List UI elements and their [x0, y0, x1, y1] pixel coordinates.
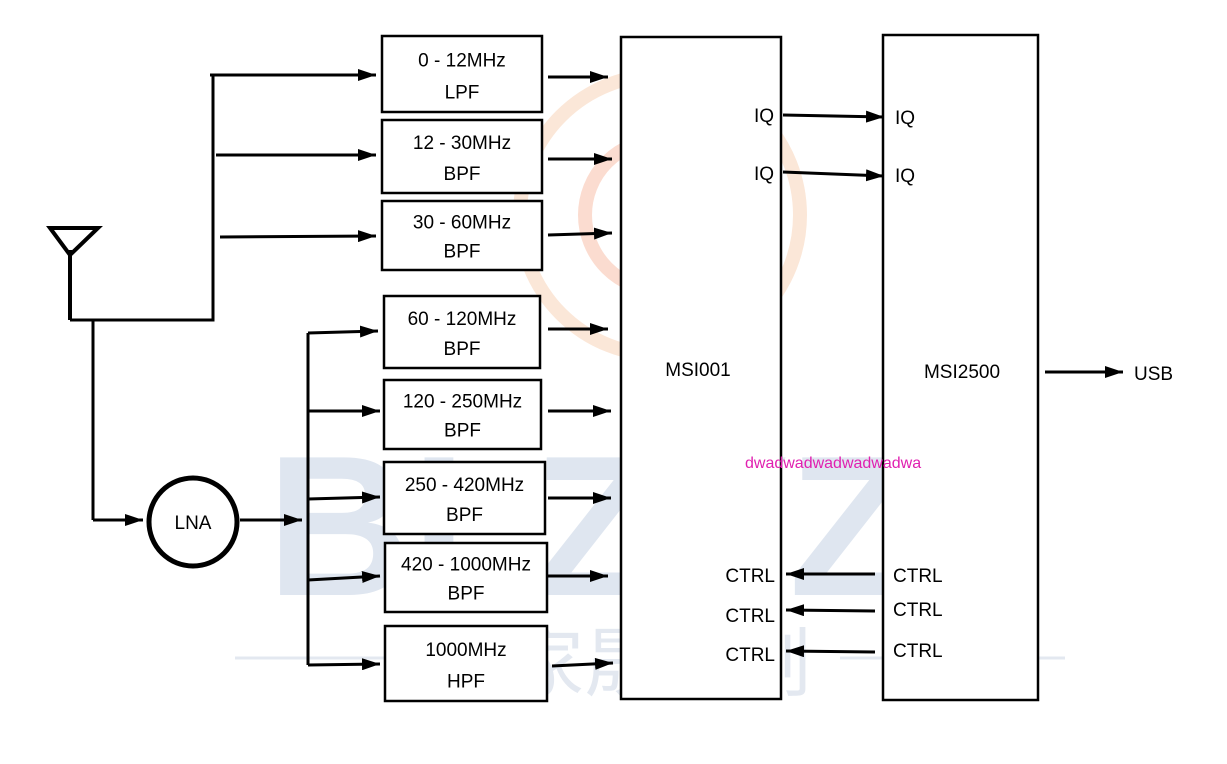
interchip-arrows [782, 110, 885, 658]
filter-box [380, 199, 544, 272]
filter-type: BPF [444, 339, 481, 360]
msi2500-iq-1: IQ [895, 108, 915, 129]
lna-label: LNA [175, 513, 212, 534]
filter-type: BPF [448, 584, 485, 605]
filter-type: BPF [444, 242, 481, 263]
usb-label: USB [1134, 364, 1173, 385]
filter-range: 1000MHz [425, 640, 506, 661]
msi2500-ctrl-2: CTRL [893, 600, 943, 621]
filter-range: 420 - 1000MHz [401, 555, 531, 576]
filter-box [383, 624, 549, 703]
msi2500-ctrl-3: CTRL [893, 641, 943, 662]
filter-type: BPF [444, 164, 481, 185]
filter-type: LPF [445, 82, 480, 103]
filter-type: BPF [444, 421, 481, 442]
filter-output-arrows [547, 71, 614, 670]
msi001-label: MSI001 [665, 360, 730, 381]
msi001-ctrl-1: CTRL [725, 566, 775, 587]
usb-output: USB [1045, 364, 1173, 385]
filter-range: 60 - 120MHz [408, 309, 517, 330]
antenna-icon [46, 226, 103, 320]
filter-range: 120 - 250MHz [403, 392, 522, 413]
filter-type: BPF [446, 505, 483, 526]
msi001-ctrl-3: CTRL [725, 645, 775, 666]
filter-box [380, 34, 544, 114]
filter-box [382, 460, 547, 536]
msi001-iq-1: IQ [754, 106, 774, 127]
lna-wiring [240, 325, 381, 671]
msi2500-chip: MSI2500 IQ IQ CTRL CTRL CTRL [881, 33, 1040, 702]
filter-range: 250 - 420MHz [405, 475, 524, 496]
filter-box [382, 294, 542, 370]
filter-range: 30 - 60MHz [413, 213, 511, 234]
msi2500-label: MSI2500 [924, 362, 1000, 383]
msi2500-iq-2: IQ [895, 166, 915, 187]
annotation-text: dwadwadwadwadwadwa [745, 455, 921, 472]
filter-box [382, 378, 543, 451]
msi2500-ctrl-1: CTRL [893, 566, 943, 587]
filter-box [380, 118, 544, 195]
filter-range: 12 - 30MHz [413, 133, 511, 154]
msi001-iq-2: IQ [754, 164, 774, 185]
msi001-ctrl-2: CTRL [725, 606, 775, 627]
filter-type: HPF [447, 672, 485, 693]
filter-range: 0 - 12MHz [418, 50, 506, 71]
filter-box [383, 541, 549, 614]
antenna-wiring [70, 69, 377, 526]
msi001-chip: MSI001 IQ IQ CTRL CTRL CTRL [619, 35, 783, 701]
lna-amplifier: LNA [146, 475, 240, 569]
